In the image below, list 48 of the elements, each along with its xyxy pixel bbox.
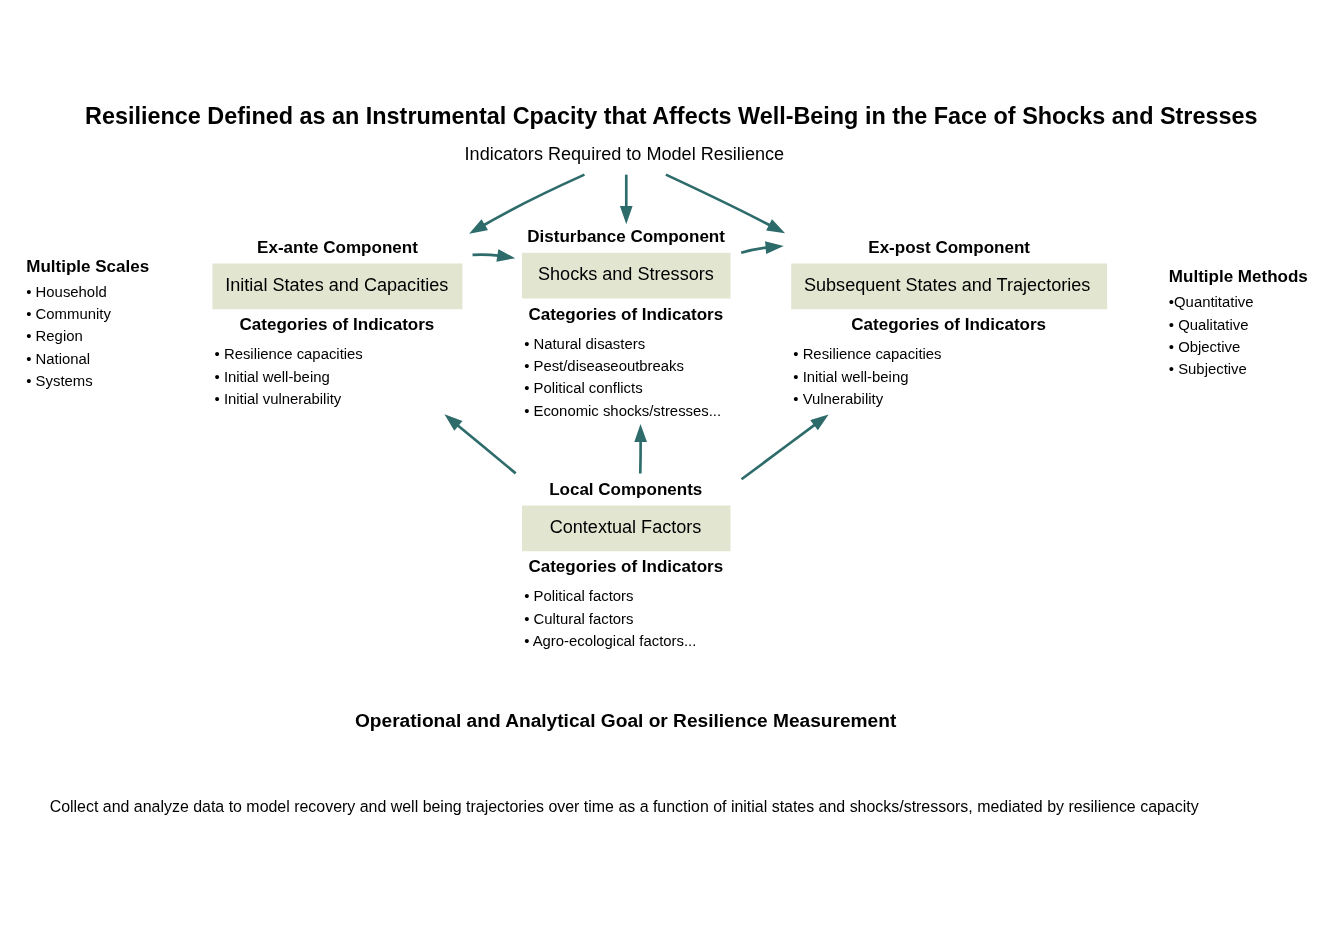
node-label: • Natural disasters [524,335,646,352]
arrow [444,413,517,474]
label: Multiple Methods [1168,266,1308,286]
node-label: • Pest/diseaseoutbreaks [524,357,684,374]
node-label: • Cultural factors [524,610,634,627]
label: • Subjective [1168,360,1247,377]
node-label: • Initial well-being [793,368,909,385]
label: • Objective [1168,338,1241,355]
label: Multiple Scales [26,256,150,276]
node-label: • Political factors [524,587,634,604]
node-box: Initial States and Capacities [212,262,463,309]
arrow [619,174,633,224]
node-box: Subsequent States and Trajectories [791,262,1108,309]
arrow [665,172,786,233]
node-label: Categories of Indicators [528,304,724,324]
node-label: • Agro-ecological factors... [524,632,697,649]
arrow [740,240,784,254]
node-box: Contextual Factors [522,504,731,551]
arrow [740,413,829,480]
node-label: Categories of Indicators [239,314,435,334]
node-label: Local Components [549,479,703,499]
node-label: • Initial well-being [214,368,330,385]
label: • National [26,350,91,367]
label: • Qualitative [1168,316,1249,333]
node-label: • Resilience capacities [214,345,363,362]
node-label: • Vulnerability [793,390,884,407]
node-label: Categories of Indicators [851,314,1047,334]
node-label: Categories of Indicators [528,556,724,576]
node-label: • Political conflicts [524,379,643,396]
node-text: Indicators Required to Model Resilience [464,143,785,164]
arrow [634,423,647,473]
node-label: Ex-post Component [868,237,1030,257]
node-label: • Resilience capacities [793,345,942,362]
node-label: Disturbance Component [527,226,725,246]
label: • Region [26,327,83,344]
label: • Systems [26,372,93,389]
label: • Community [26,305,111,322]
label: Collect and analyze data to model recovery and well being trajectories over time as a function of initial states and shocks/stressors, mediated by resilience capacity [49,797,1199,815]
node-box: Shocks and Stressors [522,252,731,299]
node-label: • Economic shocks/stresses... [524,402,722,419]
node-label: Ex-ante Component [257,237,418,257]
diagram-title: Resilience Defined as an Instrumental Cpacity that Affects Well-Being in the Face of Shocks and Stresses [85,102,1258,129]
node-label: • Initial vulnerability [214,390,342,407]
arrow [469,172,585,234]
arrow [472,248,516,262]
label: • Household [26,283,107,300]
label: •Quantitative [1168,293,1254,310]
label: Operational and Analytical Goal or Resilience Measurement [354,709,897,731]
